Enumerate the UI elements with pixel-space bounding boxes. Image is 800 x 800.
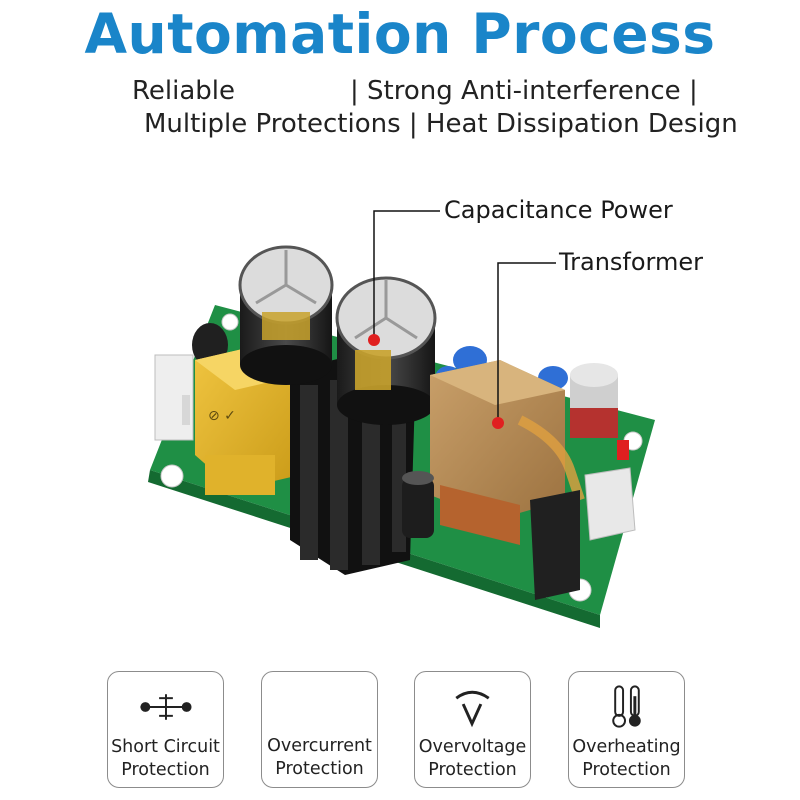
feature-anti-interference: | Strong Anti-interference | <box>350 76 698 106</box>
card-label-line1: Overvoltage <box>418 737 527 757</box>
card-label-line1: Overheating <box>572 737 681 757</box>
feature-protections-heat: Multiple Protections | Heat Dissipation … <box>144 109 738 139</box>
card-label-line2: Protection <box>121 760 210 780</box>
overheating-card: Overheating Protection <box>568 671 685 788</box>
short-circuit-card: Short Circuit Protection <box>107 671 224 788</box>
capacitance-power-label: Capacitance Power <box>444 196 673 224</box>
card-label-line1: Overcurrent <box>267 736 372 756</box>
overcurrent-card <box>261 671 378 788</box>
overvoltage-icon <box>455 690 490 728</box>
electrolytic-capacitor-2 <box>335 276 437 425</box>
overcurrent-card-content: Overcurrent Protection <box>261 671 378 788</box>
small-capacitor <box>570 363 618 438</box>
card-label-line1: Short Circuit <box>111 737 220 757</box>
overvoltage-card: Overvoltage Protection <box>414 671 531 788</box>
electrolytic-capacitor-1 <box>238 245 334 385</box>
page-title: Automation Process <box>84 2 716 66</box>
transformer-callout-line <box>492 262 556 429</box>
capacitance-callout-line <box>368 210 440 346</box>
short-circuit-icon <box>140 694 192 720</box>
power-supply-board-image: ⊘ ✓ <box>148 210 655 628</box>
thermometer-icon <box>612 685 641 728</box>
output-connector <box>530 467 636 600</box>
svg-text:⊘ ✓: ⊘ ✓ <box>208 408 236 424</box>
input-connector <box>154 354 194 441</box>
feature-reliable: Reliable <box>132 76 235 106</box>
card-label-line2: Protection <box>275 759 364 779</box>
transformer-label: Transformer <box>559 248 704 276</box>
card-label-line2: Protection <box>428 760 517 780</box>
card-label-line2: Protection <box>582 760 671 780</box>
